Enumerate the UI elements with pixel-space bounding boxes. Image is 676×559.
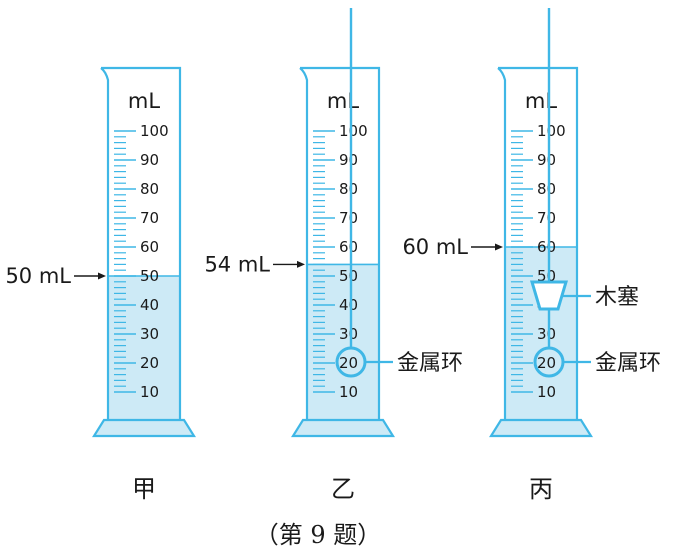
- reading-arrow: [471, 243, 503, 251]
- cylinder-outline: [100, 66, 182, 420]
- figure-caption: （第 9 题）: [255, 521, 382, 549]
- scale-tick-label: 100: [140, 122, 169, 140]
- scale-tick-label: 30: [140, 325, 159, 343]
- water-fill: [108, 276, 180, 420]
- reading-arrow: [273, 260, 305, 268]
- ring-tag: 金属环: [397, 351, 463, 376]
- cylinder-jia: 100 90 80 70 60 50 40 30 20 10 mL 50 mL 甲: [5, 66, 196, 503]
- scale-tick-label: 90: [537, 151, 556, 169]
- scale-tick-label: 80: [537, 180, 556, 198]
- scale-tick-label: 50: [140, 267, 159, 285]
- arrow-head: [98, 272, 106, 280]
- cylinder-base: [92, 418, 196, 438]
- scale-tick-label: 90: [140, 151, 159, 169]
- scale-tick-label: 60: [339, 238, 358, 256]
- cylinder-label: 丙: [529, 475, 553, 503]
- cork-tag: 木塞: [595, 285, 639, 310]
- reading-label: 60 mL: [402, 235, 468, 259]
- scale-tick-label: 30: [537, 325, 556, 343]
- reading-label: 50 mL: [5, 264, 71, 288]
- scale-tick-label: 30: [339, 325, 358, 343]
- arrow-head: [297, 260, 305, 268]
- scale-tick-label: 70: [140, 209, 159, 227]
- scale-tick-label: 60: [537, 238, 556, 256]
- scale-tick-label: 50: [339, 267, 358, 285]
- reading-arrow: [74, 272, 106, 280]
- unit-label: mL: [128, 89, 160, 113]
- scale-tick-label: 40: [140, 296, 159, 314]
- scale-tick-label: 100: [537, 122, 566, 140]
- scale-tick-label: 80: [339, 180, 358, 198]
- scale-tick-label: 70: [339, 209, 358, 227]
- cylinder-base: [291, 418, 395, 438]
- scale-tick-label: 100: [339, 122, 368, 140]
- scale-tick-label: 20: [140, 354, 159, 372]
- scale-tick-label: 40: [339, 296, 358, 314]
- cylinder-yi: 100 90 80 70 60 50 40 30 20 10 mL 金属环 54 mL 乙: [204, 8, 463, 503]
- cylinder-label: 乙: [331, 475, 355, 503]
- cylinder-outline: [299, 66, 381, 420]
- cylinder-label: 甲: [132, 475, 156, 503]
- cylinder-base: [489, 418, 593, 438]
- ring-tag: 金属环: [595, 351, 661, 376]
- scale-ticks: 100 90 80 70 60 50 40 30 20 10: [114, 122, 169, 401]
- scale-tick-label: 20: [537, 354, 556, 372]
- scale-tick-label: 10: [339, 383, 358, 401]
- scale-tick-label: 80: [140, 180, 159, 198]
- unit-label: mL: [525, 89, 557, 113]
- scale-tick-label: 10: [537, 383, 556, 401]
- unit-label: mL: [327, 89, 359, 113]
- cylinder-outline: [497, 66, 579, 420]
- scale-tick-label: 20: [339, 354, 358, 372]
- scale-tick-label: 10: [140, 383, 159, 401]
- scale-ticks: 100 90 80 70 60 50 40 30 20 10: [313, 122, 368, 401]
- scale-tick-label: 60: [140, 238, 159, 256]
- wooden-cork: [529, 280, 569, 311]
- scale-tick-label: 70: [537, 209, 556, 227]
- reading-label: 54 mL: [204, 252, 270, 276]
- scale-tick-label: 90: [339, 151, 358, 169]
- arrow-head: [495, 243, 503, 251]
- water-fill: [307, 264, 379, 420]
